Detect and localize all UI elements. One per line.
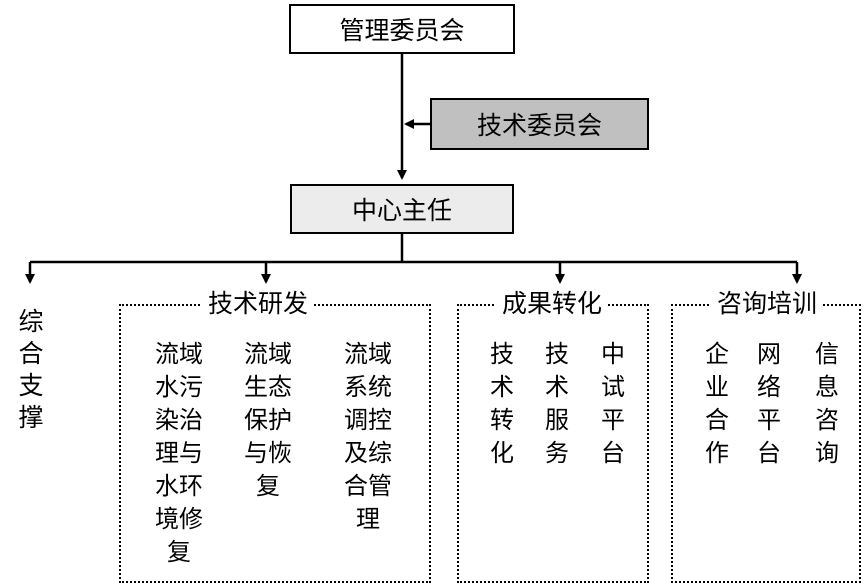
research-item-2: 流域生态保护与恢复 <box>239 338 297 503</box>
support-branch: 综合支撑 <box>2 306 60 434</box>
transfer-item-3: 中试平台 <box>584 338 642 470</box>
consult-item-2: 网络平台 <box>740 338 798 470</box>
consult-item-1-text: 企业合作 <box>705 340 729 467</box>
consult-item-2-text: 网络平台 <box>757 340 781 467</box>
research-item-1-text: 流域水污染治理与水环境修复 <box>155 340 203 566</box>
research-title: 技术研发 <box>202 290 315 318</box>
research-item-3-text: 流域系统调控及综合管理 <box>344 340 392 533</box>
support-label: 综合支撑 <box>18 307 44 432</box>
transfer-item-2-text: 技术服务 <box>545 340 569 467</box>
management-committee-label: 管理委员会 <box>339 16 465 45</box>
consult-item-3-text: 信息咨询 <box>815 340 839 467</box>
tech-committee-label: 技术委员会 <box>476 111 602 140</box>
consult-item-1: 企业合作 <box>688 338 746 470</box>
research-item-3: 流域系统调控及综合管理 <box>339 338 397 536</box>
transfer-item-1: 技术转化 <box>473 338 531 470</box>
transfer-title: 成果转化 <box>496 290 609 318</box>
research-item-2-text: 流域生态保护与恢复 <box>244 340 292 500</box>
transfer-item-2: 技术服务 <box>528 338 586 470</box>
research-item-1: 流域水污染治理与水环境修复 <box>150 338 208 569</box>
consult-title: 咨询培训 <box>711 290 824 318</box>
transfer-item-3-text: 中试平台 <box>601 340 625 467</box>
director-label: 中心主任 <box>351 196 452 225</box>
tech-committee-box: 技术委员会 <box>430 98 649 150</box>
transfer-item-1-text: 技术转化 <box>490 340 514 467</box>
director-box: 中心主任 <box>290 184 514 234</box>
consult-item-3: 信息咨询 <box>798 338 856 470</box>
management-committee-box: 管理委员会 <box>289 4 515 54</box>
